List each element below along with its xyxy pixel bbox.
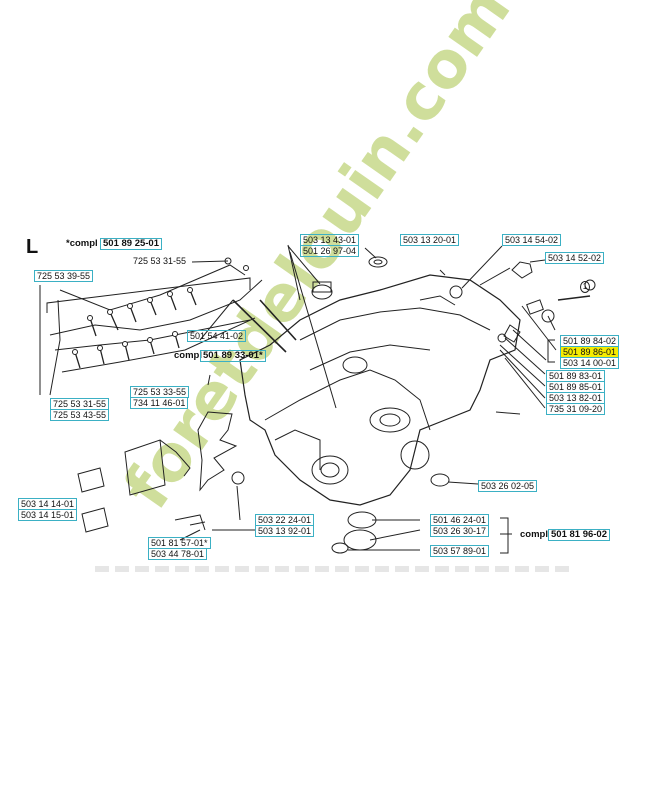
label-503-14-15-01: 503 14 15-01	[18, 509, 78, 521]
label-503-57-89-01: 503 57 89-01	[430, 545, 490, 557]
label-503-26-30-17: 503 26 30-17	[430, 525, 490, 537]
label-501-26-97-04: 501 26 97-04	[300, 245, 360, 257]
label-501-89-25-01: 501 89 25-01	[100, 238, 162, 250]
label-503-13-20-01: 503 13 20-01	[400, 234, 460, 246]
label-compl-mid-prefix: compl	[174, 350, 202, 361]
label-735-31-09-20: 735 31 09-20	[546, 403, 606, 415]
label-503-13-92-01: 503 13 92-01	[255, 525, 315, 537]
label-725-53-39-55: 725 53 39-55	[34, 270, 94, 282]
label-503-14-00-01: 503 14 00-01	[560, 357, 620, 369]
label-compl-prefix: *compl	[66, 238, 98, 249]
label-503-14-54-02: 503 14 54-02	[502, 234, 562, 246]
label-734-11-46-01: 734 11 46-01	[130, 397, 189, 409]
label-501-81-96-02: 501 81 96-02	[548, 529, 610, 541]
label-503-26-02-05: 503 26 02-05	[478, 480, 538, 492]
label-725-53-31-55: 725 53 31-55	[133, 256, 187, 266]
label-compl-right-prefix: compl	[520, 529, 548, 540]
label-725-53-43-55: 725 53 43-55	[50, 409, 110, 421]
label-503-14-52-02: 503 14 52-02	[545, 252, 605, 264]
callout-1: 1	[580, 281, 590, 293]
label-501-89-33-01: 501 89 33-01*	[200, 350, 266, 362]
section-letter: L	[26, 236, 39, 258]
label-503-44-78-01: 503 44 78-01	[148, 548, 208, 560]
faded-footnote-text	[95, 566, 575, 572]
label-501-54-41-02: 501 54 41-02	[187, 330, 247, 342]
